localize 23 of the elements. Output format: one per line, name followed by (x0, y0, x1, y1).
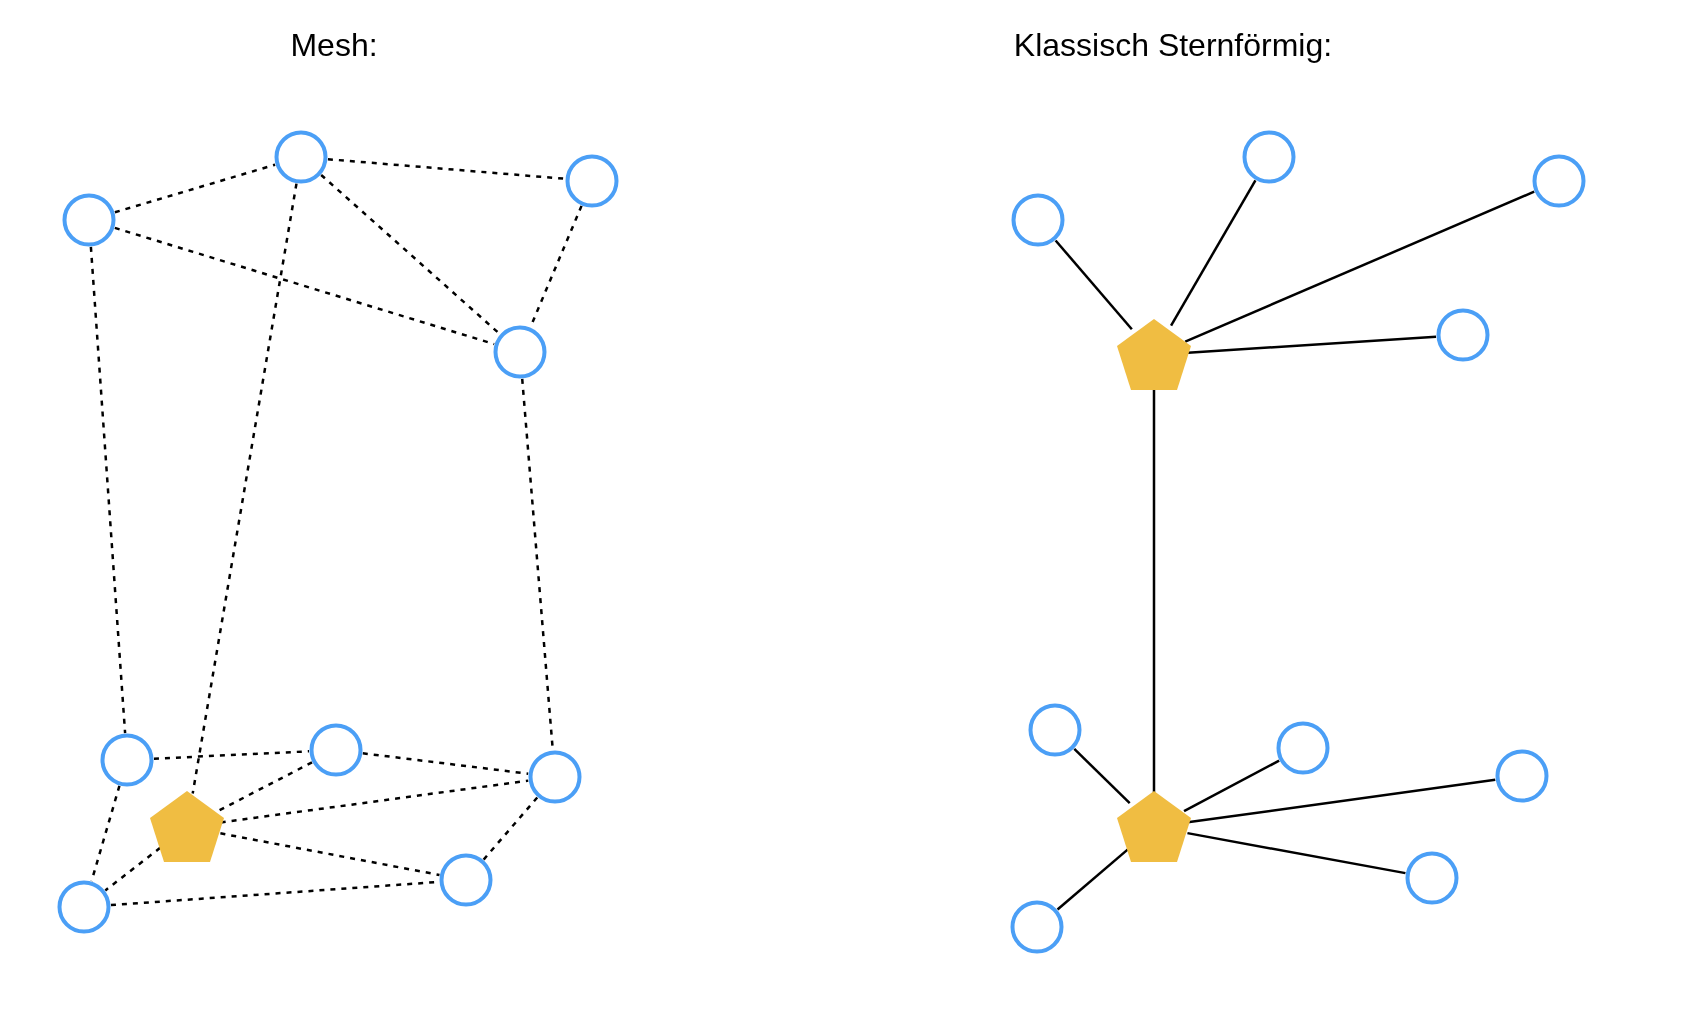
connection-line (104, 846, 161, 892)
connection-line (1187, 335, 1437, 355)
connection-line (1170, 179, 1257, 327)
connection-line (216, 761, 313, 813)
connection-line (1054, 239, 1133, 331)
connection-line (89, 246, 127, 734)
connection-line (327, 157, 566, 181)
connection-line (114, 163, 276, 214)
connection-line (1184, 190, 1535, 343)
connection-line (482, 796, 539, 861)
connection-line (1183, 759, 1280, 813)
connection-line (320, 174, 501, 335)
section-heading: Mesh: (290, 26, 378, 65)
section-heading: Klassisch Sternförmig: (1013, 26, 1333, 65)
connection-line (191, 183, 298, 794)
connection-line (114, 226, 495, 346)
connection-line (1152, 389, 1156, 793)
connection-line (1056, 848, 1129, 911)
connection-line (1073, 748, 1131, 805)
connection-line (362, 752, 529, 775)
connection-line (220, 832, 440, 877)
connection-line (1187, 831, 1406, 875)
connection-line (153, 750, 310, 760)
